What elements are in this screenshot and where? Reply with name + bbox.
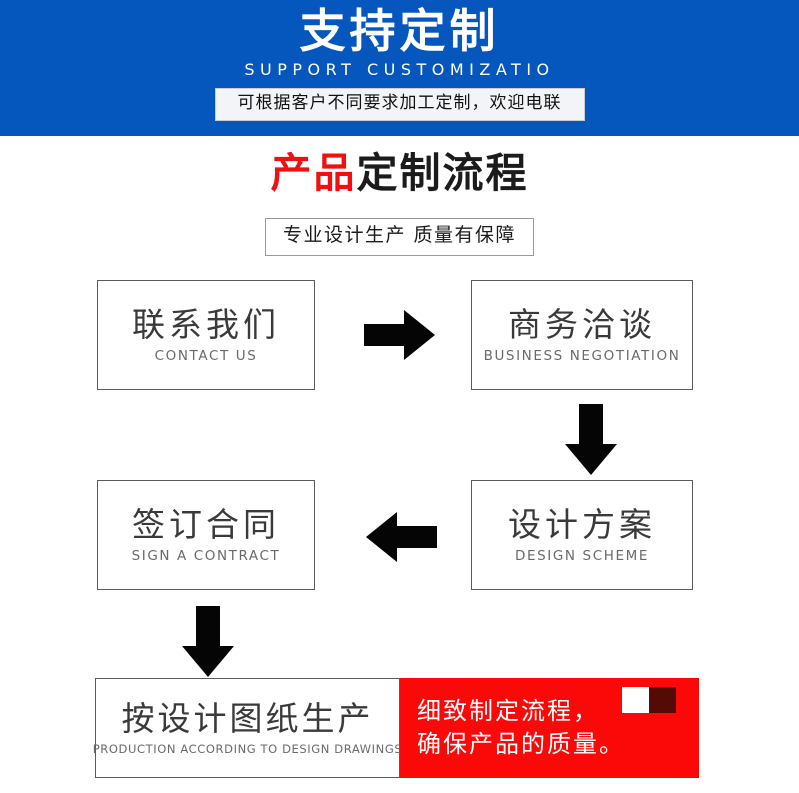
page-title-accent: 产品 — [270, 149, 357, 197]
header-callout-banner: 可根据客户不同要求加工定制，欢迎电联 — [214, 87, 585, 121]
header-subtitle: SUPPORT CUSTOMIZATIO — [244, 59, 555, 79]
flow-step-label-en: BUSINESS NEGOTIATION — [483, 347, 681, 364]
promo-swatch-dark — [649, 687, 676, 713]
flow-step-production-according-to-design-drawings[interactable]: 按设计图纸生产 PRODUCTION ACCORDING TO DESIGN D… — [92, 678, 403, 778]
promo-panel: 细致制定流程， 确保产品的质量。 — [400, 678, 699, 778]
flow-step-design-scheme[interactable]: 设计方案 DESIGN SCHEME — [471, 480, 693, 590]
promo-swatch-light — [622, 687, 649, 713]
page-header-banner: 支持定制 SUPPORT CUSTOMIZATIO 可根据客户不同要求加工定制，… — [0, 0, 799, 136]
flow-step-label-cn: 商务洽谈 — [508, 305, 656, 345]
flow-step-label-cn: 联系我们 — [132, 305, 280, 345]
promo-swatch-group — [622, 687, 676, 713]
flow-step-label-en: PRODUCTION ACCORDING TO DESIGN DRAWINGS — [92, 742, 403, 757]
header-title: 支持定制 — [299, 4, 500, 58]
flow-step-contact-us[interactable]: 联系我们 CONTACT US — [97, 280, 315, 390]
flow-step-label-cn: 签订合同 — [132, 505, 280, 545]
arrow-down-icon — [563, 404, 619, 480]
flow-step-label-cn: 按设计图纸生产 — [121, 698, 374, 738]
promo-line-2: 确保产品的质量。 — [417, 730, 625, 758]
page-subtitle: 专业设计生产 质量有保障 — [264, 218, 535, 256]
page-title-rest: 定制流程 — [356, 149, 529, 197]
flow-step-sign-a-contract[interactable]: 签订合同 SIGN A CONTRACT — [97, 480, 315, 590]
flow-step-label-en: CONTACT US — [154, 347, 258, 364]
flow-step-business-negotiation[interactable]: 商务洽谈 BUSINESS NEGOTIATION — [471, 280, 693, 390]
flow-step-label-en: DESIGN SCHEME — [515, 547, 649, 564]
flow-step-label-en: SIGN A CONTRACT — [131, 547, 281, 564]
page-title: 产品定制流程 — [0, 149, 799, 197]
flow-step-label-cn: 设计方案 — [508, 505, 656, 545]
arrow-left-icon — [366, 510, 438, 568]
arrow-right-icon — [364, 308, 436, 366]
arrow-down-icon — [180, 606, 236, 682]
promo-line-1: 细致制定流程， — [417, 696, 599, 725]
page-subtitle-wrapper: 专业设计生产 质量有保障 — [0, 218, 799, 256]
